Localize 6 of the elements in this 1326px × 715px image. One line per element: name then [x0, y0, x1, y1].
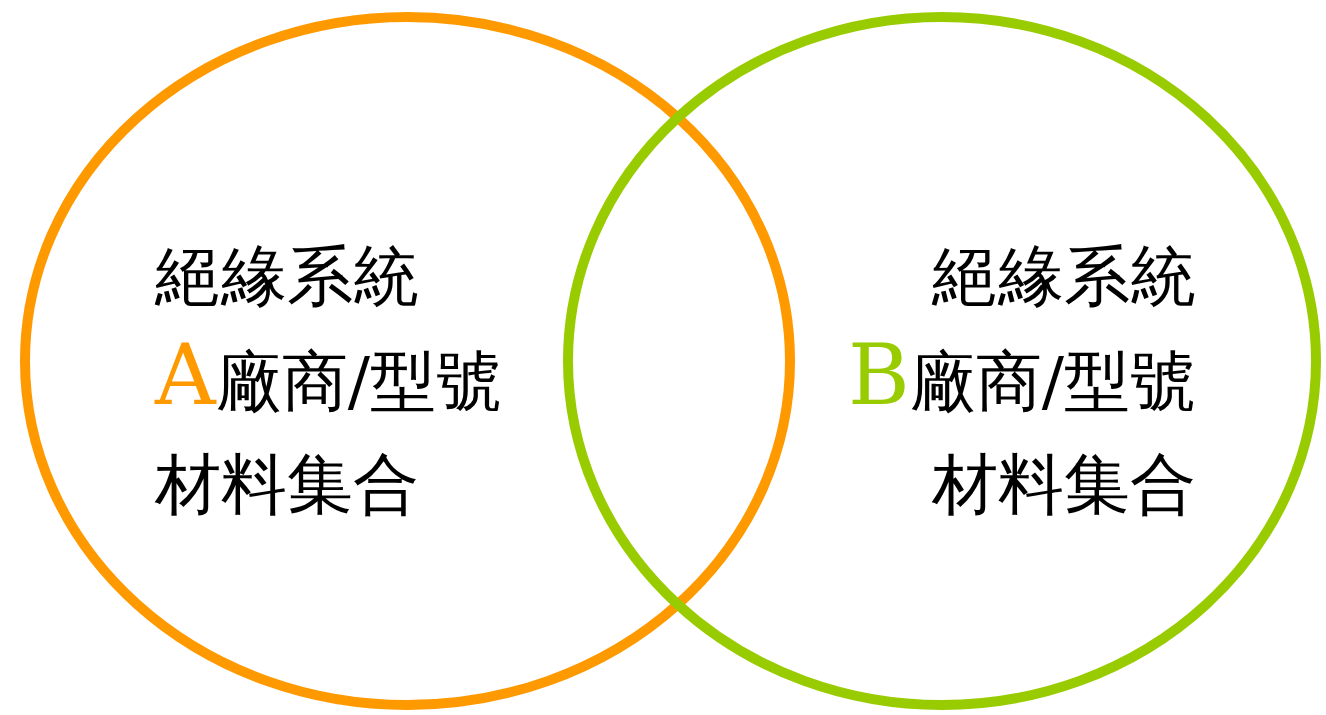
- circle-label: B廠商/型號: [848, 333, 1196, 417]
- circle-label: 材料集合: [155, 452, 419, 518]
- circle-label: 材料集合: [932, 452, 1196, 518]
- circle-label: 絕緣系統: [155, 244, 419, 310]
- circle-label: 絕緣系統: [932, 244, 1196, 310]
- circle-label: A廠商/型號: [155, 333, 502, 417]
